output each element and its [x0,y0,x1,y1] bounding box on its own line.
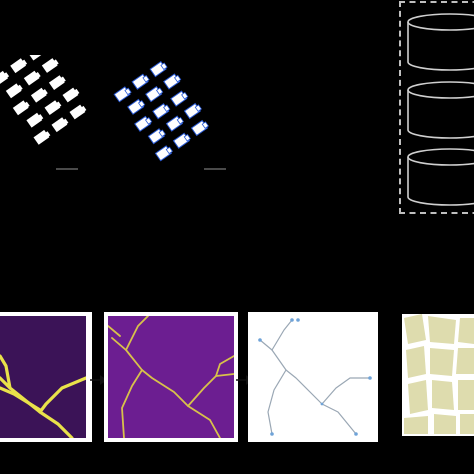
building-footprints-outlined-panel [113,60,226,170]
building-annex [73,88,80,96]
building-footprint-outlined-group [113,60,209,162]
building-annex [34,71,41,79]
building-annex [173,74,182,83]
building-annex [160,62,168,70]
building-annex [62,118,69,125]
city-block [404,416,428,434]
database-cylinders-icon [407,13,474,206]
building-annex [37,114,44,121]
graph-node [354,432,358,436]
building-annex [142,75,150,83]
building-annex [137,100,146,108]
building-annex [163,104,171,113]
building-annex [20,59,28,66]
building-footprints-panel [0,55,87,170]
building-annex [41,89,48,96]
building-annex [181,91,189,100]
building-annex [158,129,166,138]
building-annex [80,105,87,113]
city-block [434,414,456,434]
graph-node [290,318,294,322]
graph-node [258,338,262,342]
graph-node [296,318,300,322]
building-annex [59,76,66,83]
building-annex [194,104,202,112]
road-mask-binary-panel [0,316,86,438]
building-annex [2,72,10,79]
building-annex [155,87,164,95]
road-mask-skeleton-panel [108,316,234,438]
building-annex [201,121,209,129]
building-annex [176,116,184,125]
city-block [404,314,426,344]
graph-node [320,402,324,406]
building-annex [23,101,30,109]
city-blocks-panel [402,314,474,436]
graph-node [368,376,372,380]
city-block [456,348,474,374]
building-footprint [28,55,45,61]
road-graph-panel [252,316,374,438]
graph-node-group [258,318,372,436]
city-block [460,414,474,434]
building-annex [165,146,173,155]
city-block [430,348,454,376]
city-block [432,380,454,410]
building-annex [52,59,59,66]
building-annex [44,131,51,138]
city-block [408,380,428,414]
building-footprint-group [0,55,87,145]
city-block [458,318,474,344]
city-block [428,316,456,344]
city-block [406,346,426,378]
building-annex [16,84,23,92]
building-annex [144,117,153,125]
graph-node [270,432,274,436]
building-annex [183,134,191,142]
building-annex [55,101,62,108]
right-arrow-icon [90,375,107,385]
building-annex [124,87,132,96]
city-block [458,380,474,410]
city-block-group [404,314,474,434]
database-dashed-box [399,1,474,214]
